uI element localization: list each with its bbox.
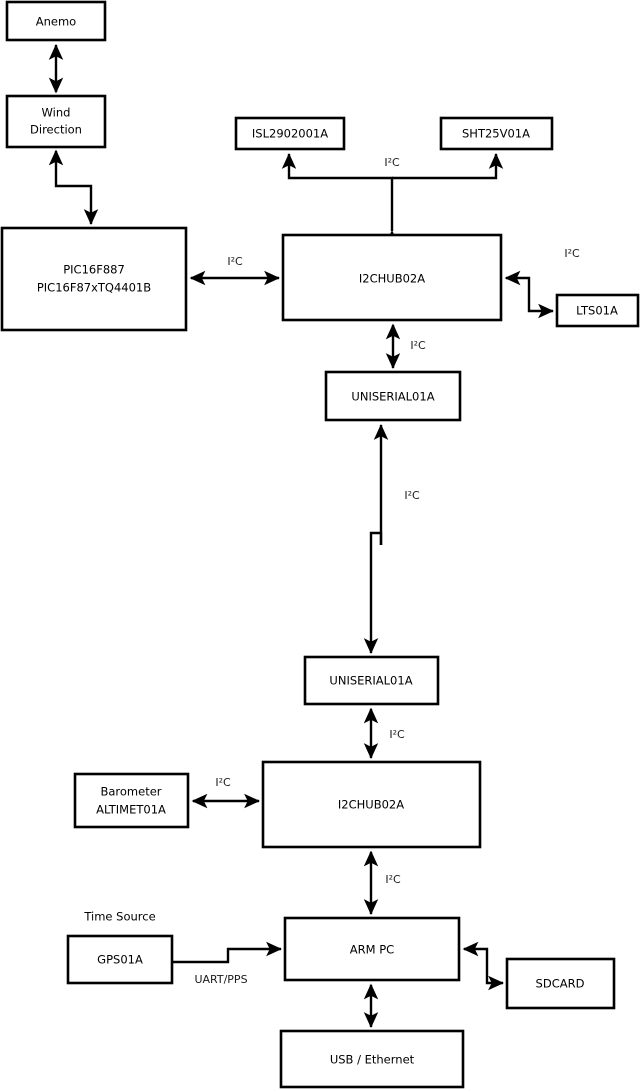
node-isl2902001a-label: ISL2902001A [252,127,328,141]
node-gps01a-label: GPS01A [97,953,143,967]
node-uniserial01a-top-label: UNISERIAL01A [351,390,434,404]
node-pic-label-line2: PIC16F87xTQ4401B [37,281,151,295]
edge-armpc-sdcard [462,941,504,991]
edge-label-i2c-uniserial-link: I²C [404,489,420,502]
edge-label-i2c-hub-lts: I²C [564,247,580,260]
node-uniserial01a-top[interactable]: UNISERIAL01A [324,370,462,422]
node-usb-ethernet-label: USB / Ethernet [330,1053,415,1067]
edge-label-i2c-isl-sht: I²C [384,156,400,169]
edge-label-i2c-barometer-hub: I²C [215,776,231,789]
edge-label-uart-pps: UART/PPS [194,973,247,986]
node-pic-label-line1: PIC16F887 [63,263,125,277]
node-pic-microcontroller[interactable]: PIC16F887 PIC16F87xTQ4401B [0,226,188,332]
node-wind-direction[interactable]: Wind Direction [5,94,107,149]
edge-uniserial-link-down [363,531,383,654]
node-arm-pc[interactable]: ARM PC [283,916,461,982]
edge-label-i2c-pic-hub: I²C [227,255,243,268]
node-lts01a-label: LTS01A [576,304,618,318]
edge-bus-sht [392,153,504,180]
node-wind-direction-label-line2: Direction [30,123,82,137]
node-sdcard[interactable]: SDCARD [505,957,616,1010]
node-sht25v01a-label: SHT25V01A [462,127,530,141]
node-isl2902001a[interactable]: ISL2902001A [234,116,346,151]
node-usb-ethernet[interactable]: USB / Ethernet [279,1029,465,1089]
node-barometer-label-line2: ALTIMET01A [96,803,166,817]
node-uniserial01a-bottom[interactable]: UNISERIAL01A [303,655,440,706]
node-i2chub02a-top-label: I2CHUB02A [359,272,425,286]
edge-hubtop-bus [281,153,400,246]
edges-layer [48,44,554,1028]
node-anemo-label: Anemo [36,15,76,29]
edge-label-i2c-hub-uniserial: I²C [410,339,426,352]
node-sht25v01a[interactable]: SHT25V01A [439,116,554,151]
node-wind-direction-label-line1: Wind [42,106,71,120]
node-sdcard-label: SDCARD [536,977,585,991]
node-barometer-altimet01a[interactable]: Barometer ALTIMET01A [73,772,190,829]
node-i2chub02a-bottom-label: I2CHUB02A [338,798,404,812]
node-i2chub02a-bottom[interactable]: I2CHUB02A [261,760,482,849]
node-gps01a[interactable]: GPS01A [66,934,174,985]
node-barometer-label-line1: Barometer [100,785,161,799]
node-anemo[interactable]: Anemo [5,0,107,42]
edge-labels-layer: I²C I²C I²C I²C I²C I²C I²C I²C UART/PPS [194,156,580,986]
node-uniserial01a-bottom-label: UNISERIAL01A [329,674,412,688]
edge-pic-wind [48,149,99,225]
edge-label-i2c-hub-armpc: I²C [385,873,401,886]
free-labels-layer: Time Source [83,910,155,924]
edge-gps-armpc [172,941,282,964]
edge-hubtop-lts [504,270,554,319]
label-time-source: Time Source [83,910,155,924]
node-lts01a[interactable]: LTS01A [555,293,640,328]
node-i2chub02a-top[interactable]: I2CHUB02A [281,233,503,322]
node-arm-pc-label: ARM PC [350,943,394,957]
edge-label-i2c-uniserial-hub-bottom: I²C [389,728,405,741]
